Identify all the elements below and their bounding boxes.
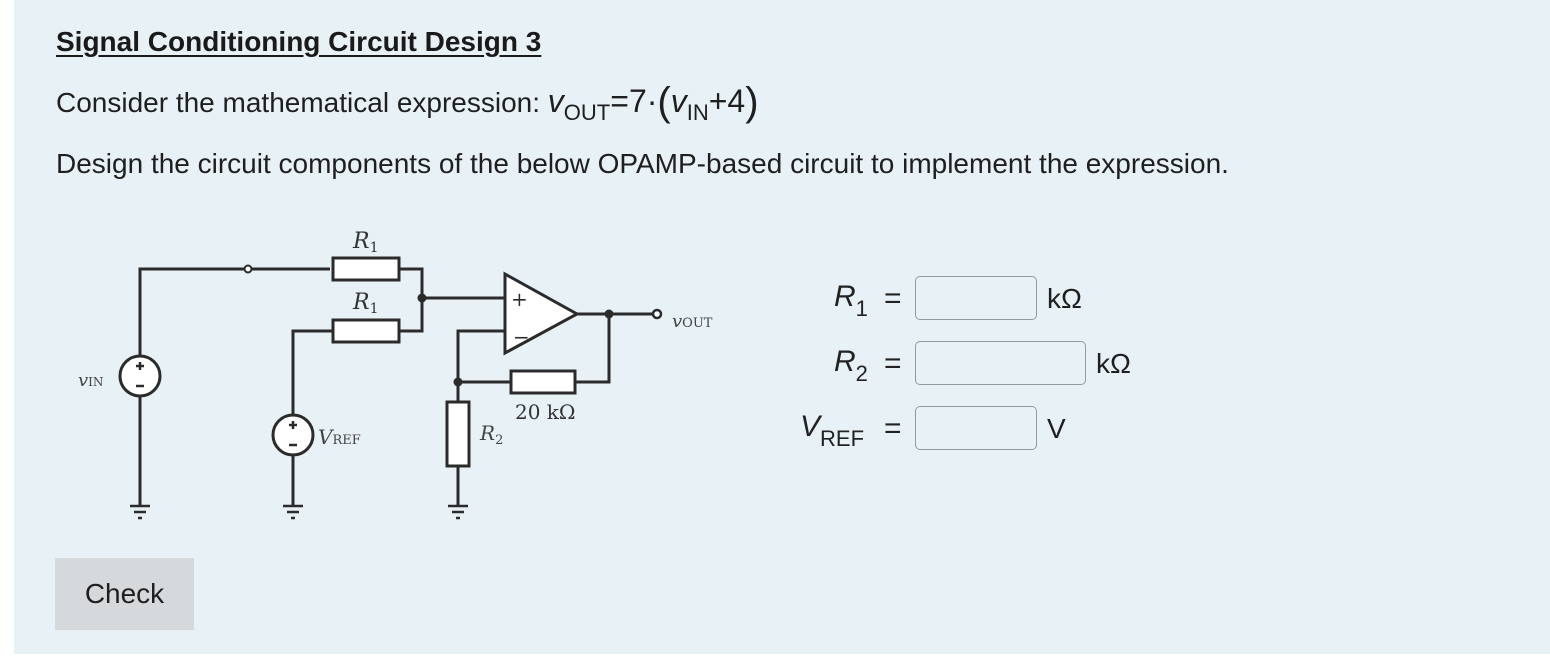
answer-vref-unit: V [1047,413,1066,444]
expr-v-out: v [547,83,564,119]
question-panel [14,0,1550,654]
vout-terminal [651,308,663,320]
label-opamp-minus: − [513,325,530,349]
label-vout: vOUT [672,311,713,332]
question-title: Signal Conditioning Circuit Design 3 [56,26,542,57]
check-button[interactable]: Check [55,558,194,630]
junction-open-input [243,264,253,274]
expression-line: Consider the mathematical expression: vO… [56,80,759,126]
expr-close-paren: ) [745,80,759,124]
expr-in-subscript: IN [686,100,709,125]
answer-r1-unit: kΩ [1047,283,1082,314]
expr-out-subscript: OUT [563,100,611,125]
wire-vref [291,329,333,419]
wire-r1-bottom-out [399,298,424,333]
answer-r1-equals: = [884,282,902,315]
vref-input[interactable] [915,406,1037,450]
resistor-r1-top [331,256,401,282]
answer-vref-label: VREF [800,410,865,451]
expr-equals-seven: =7· [610,83,658,119]
answer-r2-unit: kΩ [1096,348,1131,379]
label-vin: vIN [78,370,103,391]
label-rf: 20 kΩ [515,400,576,424]
label-r2: R2 [479,421,503,448]
wire-vin-top [138,267,330,366]
answer-vref-equals: = [884,412,902,445]
answer-r2-label: R2 [834,345,868,386]
expression-math: vOUT=7·(vIN+4) [547,80,759,125]
resistor-rf [509,369,577,395]
r1-input[interactable] [915,276,1037,320]
expr-plus-four: +4 [708,83,746,119]
r2-input[interactable] [915,341,1086,385]
source-polarity-marks [136,362,297,447]
design-instruction: Design the circuit components of the bel… [56,148,1229,179]
answer-r2-equals: = [884,347,902,380]
label-opamp-plus: + [511,287,528,311]
expr-open-paren: ( [657,80,671,124]
opamp-circuit-diagram: + − R1 R1 vIN VREF R2 20 kΩ vOUT [78,229,713,520]
wire-r1-top-out [399,267,424,298]
answer-r1-label: R1 [834,280,868,321]
resistor-r2 [445,400,471,468]
expr-v-in: v [670,83,687,119]
resistor-r1-bottom [331,318,401,344]
expression-prefix: Consider the mathematical expression: [56,87,548,118]
label-r1-top: R1 [352,229,379,256]
wire-feedback-left [456,329,511,384]
wire-feedback [575,314,611,384]
label-vref: VREF [318,425,361,449]
junction-dots [417,293,614,387]
opamp-triangle [503,271,581,356]
label-r1-bottom: R1 [352,290,379,317]
ground-symbols [130,504,468,520]
